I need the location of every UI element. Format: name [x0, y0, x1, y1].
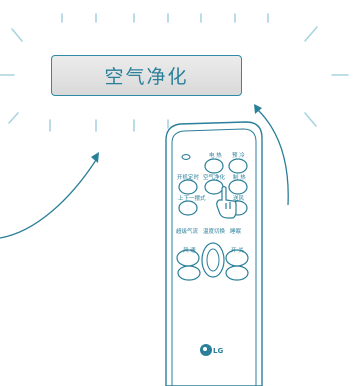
- lg-logo: [200, 344, 212, 356]
- logo-text: LG: [213, 347, 223, 355]
- left-curved-arrow: [0, 160, 96, 238]
- display-label: 空气净化: [104, 62, 188, 89]
- label-temp-sensor: 温度切换: [203, 227, 226, 235]
- label-timer: 开机定时: [177, 173, 200, 181]
- label-power: 电 热: [209, 151, 222, 159]
- label-wind: 风 速: [183, 247, 196, 254]
- label-purify: 空气净化: [203, 173, 226, 181]
- label-updown: 上下一摆式: [178, 194, 206, 202]
- label-onoff: 开 关: [231, 246, 244, 254]
- label-sleep: 睡眠: [230, 227, 242, 235]
- label-mode: 预 冷: [232, 151, 245, 159]
- label-left-right: 送风: [233, 194, 245, 202]
- label-auto-swing: 超级气流: [176, 227, 199, 235]
- label-fan: 制 热: [233, 173, 246, 181]
- function-display: 空气净化: [51, 55, 242, 96]
